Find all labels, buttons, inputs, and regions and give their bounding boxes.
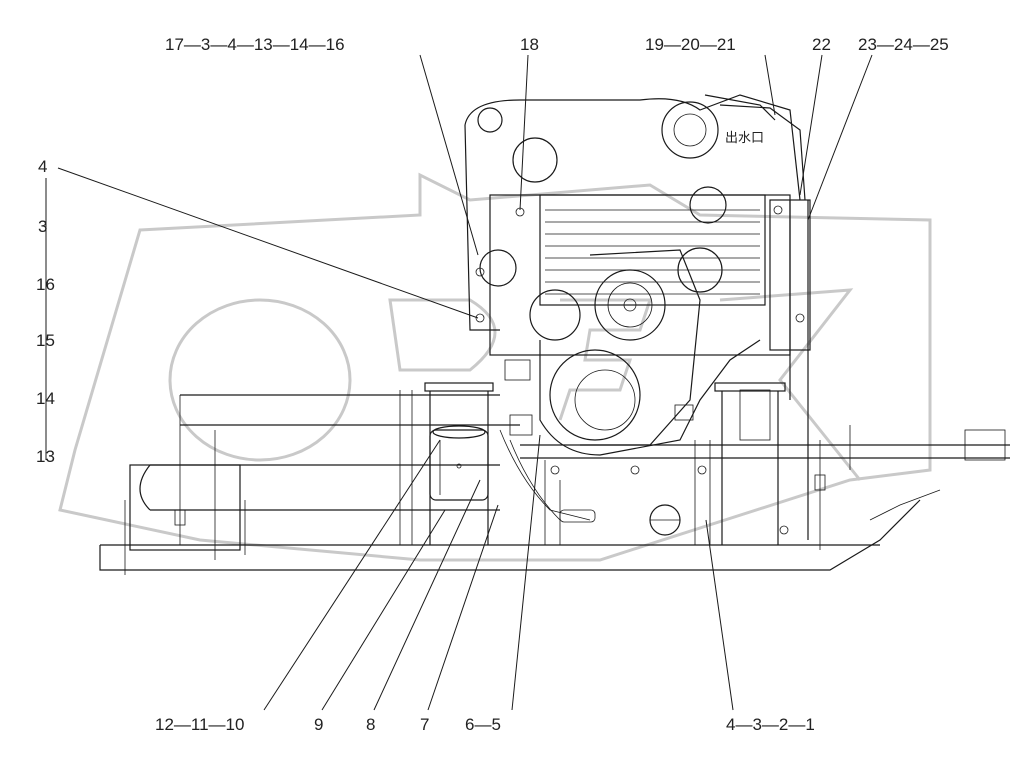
callout-left-15: 15 — [36, 331, 55, 350]
callout-6-5: 6—5 — [465, 715, 501, 734]
filter-canister — [429, 425, 489, 501]
callout-12-11-10: 12—11—10 — [155, 715, 244, 734]
callout-18: 18 — [520, 35, 539, 54]
water-outlet-label: 出水口 — [725, 131, 764, 146]
callout-left-13: 13 — [36, 447, 55, 466]
callout-23-24-25: 23—24—25 — [858, 35, 949, 54]
base-frame — [99, 394, 1010, 575]
radiator — [489, 194, 811, 540]
callout-4-3-2-1: 4—3—2—1 — [726, 715, 815, 734]
callout-9: 9 — [314, 715, 323, 734]
watermark-logo — [58, 172, 932, 562]
callout-left-4: 4 — [38, 157, 47, 176]
callout-top-left: 17—3—4—13—14—16 — [165, 35, 345, 54]
callout-left-14: 14 — [36, 389, 55, 408]
engine-body — [464, 94, 806, 545]
leader-lines — [45, 54, 873, 711]
callout-8: 8 — [366, 715, 375, 734]
callout-22: 22 — [812, 35, 831, 54]
callout-7: 7 — [420, 715, 429, 734]
callout-left-16: 16 — [36, 275, 55, 294]
callout-left-3: 3 — [38, 217, 47, 236]
callout-19-20-21: 19—20—21 — [645, 35, 736, 54]
